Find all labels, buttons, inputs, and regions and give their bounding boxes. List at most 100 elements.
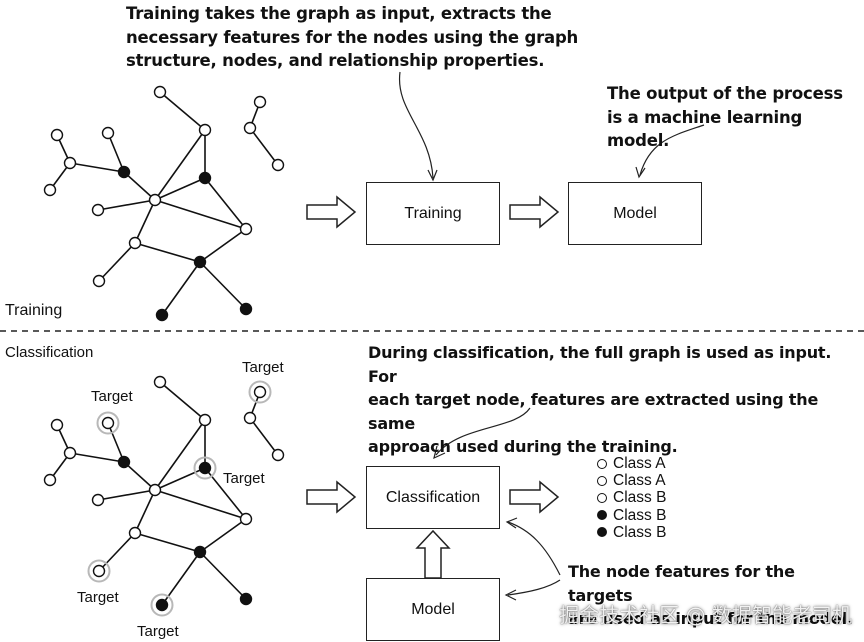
unlabeled-node <box>63 446 77 460</box>
output-annotation-line: is a machine learning model. <box>607 107 803 151</box>
labeled-node <box>155 598 169 612</box>
target-highlight-ring <box>87 559 111 583</box>
labeled-node <box>193 255 207 269</box>
graph-edge <box>69 452 125 463</box>
unlabeled-node <box>243 121 257 135</box>
result-label: Class B <box>613 523 667 541</box>
graph-edge <box>199 228 247 263</box>
unlabeled-node <box>50 418 64 432</box>
classification-annotation-line: each target node, features are extracted… <box>368 390 819 433</box>
annotation-arrow-features <box>507 521 561 576</box>
graph-edge <box>134 242 201 263</box>
output-annotation: The output of the process is a machine l… <box>607 82 862 153</box>
graph-edge <box>107 422 125 463</box>
unlabeled-node <box>43 473 57 487</box>
unlabeled-node <box>43 183 57 197</box>
annotation-arrow-training <box>398 71 434 179</box>
target-label: Target <box>137 623 179 640</box>
labeled-node <box>239 302 253 316</box>
arrow-classification-to-results <box>509 480 560 514</box>
unlabeled-node <box>148 193 162 207</box>
target-label: Target <box>242 359 284 376</box>
graph-edge <box>154 489 247 520</box>
class-b-circle-icon <box>597 493 607 503</box>
annotation-arrow-classification-head <box>433 445 446 460</box>
graph-edge <box>199 551 247 600</box>
class-b-filled-circle-icon <box>597 510 607 521</box>
unlabeled-node <box>92 564 106 578</box>
unlabeled-node <box>153 85 167 99</box>
graph-edge <box>154 199 247 230</box>
graph-edge <box>249 127 279 166</box>
graph-edge <box>204 177 247 230</box>
result-label: Class B <box>613 506 667 524</box>
graph-edge <box>97 489 156 501</box>
annotation-arrow-features-model-head <box>504 589 517 601</box>
graph-edge <box>159 91 206 131</box>
annotation-arrow-features-head <box>505 517 518 529</box>
target-highlight-ring <box>150 593 174 617</box>
labeled-node <box>198 171 212 185</box>
graph-edge <box>69 162 125 173</box>
result-item: Class A <box>597 455 666 472</box>
classification-annotation: During classification, the full graph is… <box>368 341 864 459</box>
labeled-node <box>155 308 169 322</box>
unlabeled-node <box>101 126 115 140</box>
graph-edge <box>199 518 247 553</box>
training-section-label: Training <box>5 302 63 319</box>
classification-results: Class A Class A Class B Class B Class B <box>597 455 666 541</box>
unlabeled-node <box>243 411 257 425</box>
graph-edge <box>154 129 206 201</box>
features-annotation: The node features for the targets are us… <box>568 560 864 631</box>
result-label: Class A <box>613 455 666 472</box>
graph-edge <box>134 489 156 534</box>
classification-graph <box>43 375 285 617</box>
training-annotation-line: structure, nodes, and relationship prope… <box>126 51 545 70</box>
annotation-arrow-classification <box>435 407 531 456</box>
classification-annotation-line: During classification, the full graph is… <box>368 343 832 386</box>
result-item: Class A <box>597 472 666 489</box>
arrow-graph-to-training <box>306 195 357 229</box>
unlabeled-node <box>253 95 267 109</box>
target-label: Target <box>91 388 133 405</box>
classification-box: Classification <box>366 466 500 529</box>
classification-annotation-line: approach used during the training. <box>368 437 678 456</box>
graph-edge <box>154 467 206 491</box>
labeled-node <box>117 165 131 179</box>
graph-edge <box>123 171 156 201</box>
graph-edge <box>154 419 206 491</box>
features-annotation-line: are used as input for the model. <box>568 609 853 628</box>
model-box-classification: Model <box>366 578 500 641</box>
graph-edge <box>123 461 156 491</box>
unlabeled-node <box>198 413 212 427</box>
unlabeled-node <box>50 128 64 142</box>
flow-arrows <box>0 71 864 601</box>
annotation-arrow-training-head <box>427 169 438 182</box>
unlabeled-node <box>253 385 267 399</box>
graph-edge <box>154 177 206 201</box>
target-label: Target <box>77 589 119 606</box>
unlabeled-node <box>92 274 106 288</box>
result-label: Class A <box>613 472 666 490</box>
annotation-arrow-features-model <box>507 579 561 596</box>
unlabeled-node <box>271 158 285 172</box>
graph-edge <box>107 132 125 173</box>
annotation-arrow-model-head <box>635 166 646 179</box>
features-annotation-line: The node features for the targets <box>568 562 795 605</box>
unlabeled-node <box>153 375 167 389</box>
arrow-graph-to-classification <box>306 480 357 514</box>
target-highlight-ring <box>248 380 272 404</box>
class-a-circle-icon <box>597 475 607 486</box>
target-label: Target <box>223 470 265 487</box>
unlabeled-node <box>239 222 253 236</box>
annotation-arrow-model <box>639 124 705 176</box>
training-annotation: Training takes the graph as input, extra… <box>126 2 586 73</box>
output-annotation-line: The output of the process <box>607 84 843 103</box>
unlabeled-node <box>63 156 77 170</box>
target-highlight-ring <box>193 456 217 480</box>
unlabeled-node <box>271 448 285 462</box>
graph-edge <box>98 242 136 282</box>
arrow-training-to-model <box>509 195 560 229</box>
graph-edge <box>134 532 201 553</box>
unlabeled-node <box>148 483 162 497</box>
